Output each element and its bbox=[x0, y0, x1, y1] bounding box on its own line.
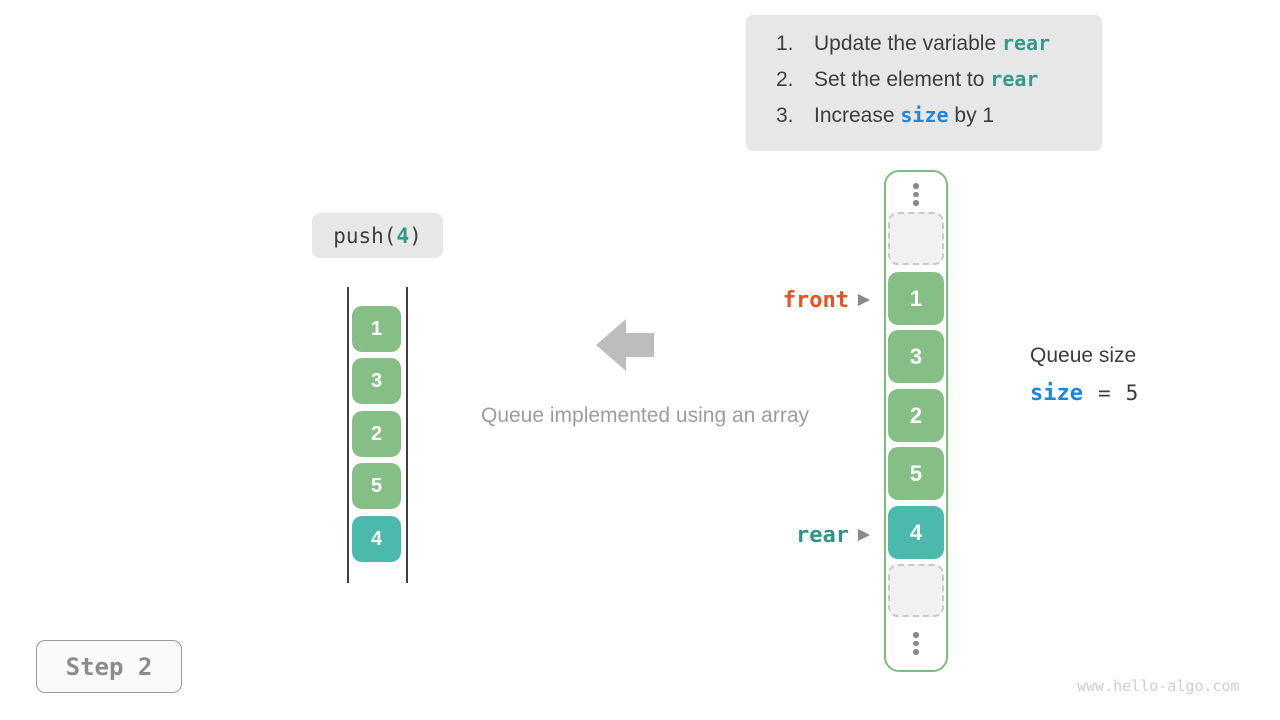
push-argument: 4 bbox=[396, 223, 410, 248]
instruction-number: 1. bbox=[776, 32, 794, 55]
instruction-step-1: 1. Update the variable rear bbox=[776, 31, 1102, 67]
queue-cell: 3 bbox=[352, 358, 401, 404]
equals-sign: = bbox=[1097, 381, 1111, 405]
size-value: 5 bbox=[1125, 381, 1139, 405]
code-token-rear: rear bbox=[1001, 31, 1051, 55]
queue-rail-right bbox=[406, 287, 408, 583]
ellipsis-bottom-icon bbox=[913, 632, 919, 655]
instruction-step-3: 3. Increase size by 1 bbox=[776, 103, 1102, 139]
array-empty-slot bbox=[888, 564, 944, 617]
diagram-caption: Queue implemented using an array bbox=[480, 404, 810, 427]
array-cell: 5 bbox=[888, 447, 944, 500]
instruction-text: Set the element to rear bbox=[814, 67, 1039, 91]
rear-pointer-text: rear bbox=[796, 522, 849, 548]
rear-pointer-label: rear bbox=[770, 522, 870, 548]
queue-size-expression: size = 5 bbox=[1030, 381, 1138, 406]
code-token-rear: rear bbox=[990, 67, 1039, 91]
instruction-number: 2. bbox=[776, 68, 794, 91]
instruction-step-2: 2. Set the element to rear bbox=[776, 67, 1102, 103]
instruction-text: Update the variable rear bbox=[814, 31, 1051, 55]
queue-cell: 5 bbox=[352, 463, 401, 509]
array-cell: 2 bbox=[888, 389, 944, 442]
push-operation-badge: push(4) bbox=[312, 213, 443, 258]
array-cell: 1 bbox=[888, 272, 944, 325]
array-cell-new: 4 bbox=[888, 506, 944, 559]
push-label-suffix: ) bbox=[409, 223, 422, 248]
push-label-prefix: push( bbox=[333, 223, 397, 248]
array-cell: 3 bbox=[888, 330, 944, 383]
array-empty-slot bbox=[888, 212, 944, 265]
instruction-number: 3. bbox=[776, 104, 794, 127]
left-arrow-icon bbox=[596, 319, 654, 371]
queue-cell: 1 bbox=[352, 306, 401, 352]
watermark: www.hello-algo.com bbox=[1077, 677, 1240, 695]
pointer-arrow-icon bbox=[858, 294, 870, 306]
step-badge: Step 2 bbox=[36, 640, 182, 693]
size-variable: size bbox=[1030, 381, 1083, 406]
queue-size-title: Queue size bbox=[1030, 344, 1137, 367]
queue-rail-left bbox=[347, 287, 349, 583]
queue-cell: 2 bbox=[352, 411, 401, 457]
front-pointer-text: front bbox=[782, 287, 849, 313]
ellipsis-top-icon bbox=[913, 183, 919, 206]
instruction-text: Increase size by 1 bbox=[814, 103, 995, 127]
pointer-arrow-icon bbox=[858, 529, 870, 541]
front-pointer-label: front bbox=[770, 287, 870, 313]
code-token-size: size bbox=[900, 103, 949, 127]
queue-cell-new: 4 bbox=[352, 516, 401, 562]
instruction-panel: 1. Update the variable rear 2. Set the e… bbox=[746, 15, 1102, 151]
